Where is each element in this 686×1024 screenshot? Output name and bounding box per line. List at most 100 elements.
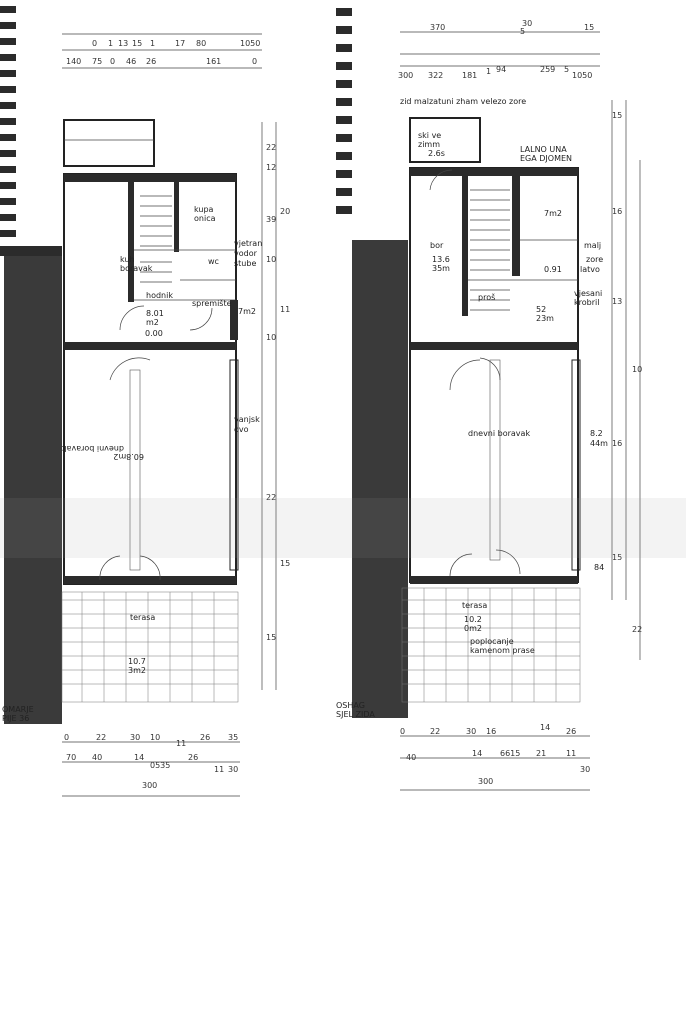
right-room-hodnik: proš [478, 292, 495, 302]
right-area-soba2: 7m2 [544, 209, 562, 218]
left-room-hodnik: hodnik [146, 291, 173, 300]
left-label-ovo: ovo [234, 425, 249, 434]
right-dim-top2-5: 94 [496, 65, 506, 74]
left-room-spremiste: spremište [192, 298, 232, 308]
left-dim-top-4: 15 [132, 39, 142, 48]
left-bot-7: 35 [228, 733, 238, 742]
left-dim-top-6: 17 [175, 39, 185, 48]
left-side-dim-8: 22 [266, 493, 276, 502]
left-bot2-2: 40 [92, 753, 102, 762]
right-dim-top-3: 5 [520, 27, 525, 36]
left-room-dnevni: dnevni boravak [62, 444, 124, 453]
left-side-dim-5: 10 [266, 255, 276, 264]
left-label-vodor: vodor [234, 249, 258, 258]
right-side-label-6: 84 [594, 563, 604, 572]
right-dim-top2-6: 259 [540, 65, 555, 74]
left-room-wc: wc [208, 257, 219, 266]
right-dim-top-2: 30 [522, 19, 532, 28]
right-bot-4: 16 [486, 727, 496, 736]
left-stairs [140, 195, 172, 283]
left-label-vanjsk: vanjsk [234, 415, 260, 424]
left-side-dimensions: 22 12 39 20 10 10 11 22 15 15 [261, 122, 290, 690]
left-dim-top-2: 1 [108, 39, 113, 48]
left-dim-top2-3: 0 [110, 57, 115, 66]
right-top-dimensions: 370 30 5 15 300 322 181 1 94 259 5 1050 [398, 19, 600, 80]
left-dim-top2-5: 26 [146, 57, 156, 66]
left-dim-top2-4: 46 [126, 57, 136, 66]
left-dim-top2-7: 0 [252, 57, 257, 66]
left-bot-3: 30 [130, 733, 140, 742]
right-bot2-3: 6615 [500, 749, 520, 758]
left-level-0: 0.00 [145, 329, 163, 338]
left-room-terasa: terasa [130, 613, 155, 622]
right-side-dim-7: 22 [632, 625, 642, 634]
right-side-dim-6: 15 [612, 553, 622, 562]
right-stairs [470, 189, 510, 311]
right-bottom-dimensions: 0 22 30 16 14 26 40 14 6615 21 11 30 300 [400, 723, 590, 791]
left-dim-top-7: 80 [196, 39, 206, 48]
right-bot-3: 30 [466, 727, 476, 736]
right-side-dim-1: 15 [612, 111, 622, 120]
right-room-terasa: terasa [462, 601, 487, 610]
left-bot-6: 26 [200, 733, 210, 742]
right-dim-top-1: 370 [430, 23, 445, 32]
right-side-label-2: zore [586, 255, 603, 264]
left-side-dim-6: 10 [266, 333, 276, 342]
right-neighbor-wall [352, 240, 408, 718]
left-dim-top-5: 1 [150, 39, 155, 48]
right-bot-total: 300 [478, 777, 493, 786]
left-dim-top-8: 1050 [240, 39, 260, 48]
left-bot2-6: 11 [214, 765, 224, 774]
right-bot2-2: 14 [472, 749, 482, 758]
left-side-dim-2: 12 [266, 163, 276, 172]
left-bot-2: 22 [96, 733, 106, 742]
left-plan: 0 1 13 15 1 17 80 1050 140 75 0 46 26 16… [0, 33, 290, 797]
left-side-dim-7: 11 [280, 305, 290, 314]
right-bot2-4: 21 [536, 749, 546, 758]
left-side-dim-4: 20 [280, 207, 290, 216]
right-side-label-3: latvo [580, 265, 600, 274]
right-dim-top2-4: 1 [486, 67, 491, 76]
left-bot-5: 11 [176, 739, 186, 748]
left-bot2-4: 0535 [150, 761, 170, 770]
right-bot2-5: 11 [566, 749, 576, 758]
left-side-dim-1: 22 [266, 143, 276, 152]
left-side-dim-3: 39 [266, 215, 276, 224]
right-bot2-6: 30 [580, 765, 590, 774]
right-header-note: zid malzatuni zham velezo zore [400, 97, 526, 106]
left-dim-top2-2: 75 [92, 57, 102, 66]
right-side-dimensions: 15 16 10 13 16 15 22 [611, 100, 642, 660]
left-bot2-1: 70 [66, 753, 76, 762]
right-dim-top2-2: 322 [428, 71, 443, 80]
right-room-dnevni: dnevni boravak [468, 429, 530, 438]
left-side-dim-10: 15 [266, 633, 276, 642]
right-plan: 370 30 5 15 300 322 181 1 94 259 5 1050 … [336, 19, 642, 791]
right-side-dim-2: 16 [612, 207, 622, 216]
left-bot2-7: 30 [228, 765, 238, 774]
right-bot-6: 26 [566, 727, 576, 736]
left-dim-top2-1: 140 [66, 57, 81, 66]
left-bot2-3: 14 [134, 753, 144, 762]
right-side-dim-4: 13 [612, 297, 622, 306]
right-bot-5: 14 [540, 723, 550, 732]
right-dim-top2-3: 181 [462, 71, 477, 80]
right-side-label-5: 44m [590, 439, 608, 448]
right-dim-top-4: 15 [584, 23, 594, 32]
left-side-dim-9: 15 [280, 559, 290, 568]
left-top-dimensions: 0 1 13 15 1 17 80 1050 140 75 0 46 26 16… [62, 33, 262, 69]
left-area-dnevni: 60.8m2 [113, 452, 144, 461]
left-bot-4: 10 [150, 733, 160, 742]
